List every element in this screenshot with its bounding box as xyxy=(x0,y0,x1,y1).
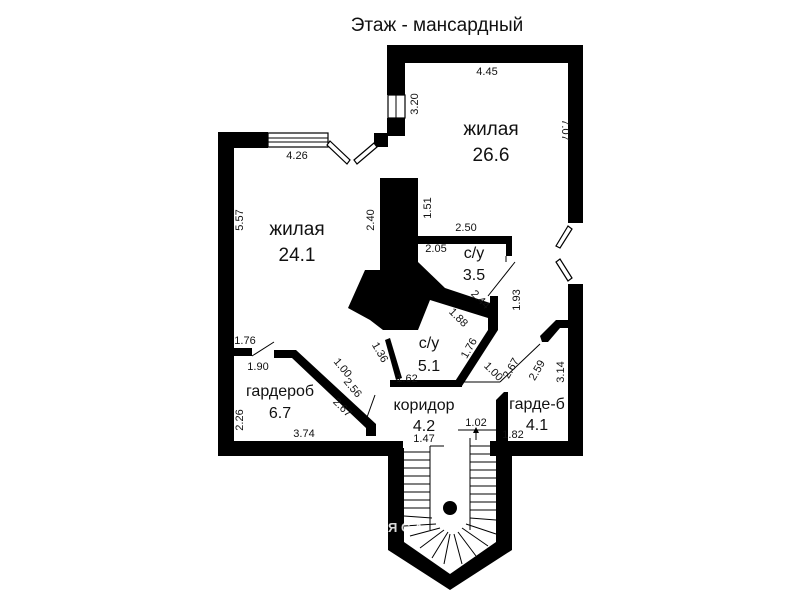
dim-label: 1.51 xyxy=(422,197,434,218)
dim-label: 3.20 xyxy=(409,93,421,114)
dim-label: 2.40 xyxy=(365,209,377,230)
room-area-bath-2: 5.1 xyxy=(418,358,440,375)
door-leaf-left-a xyxy=(326,140,351,165)
dim-label: 1.90 xyxy=(247,361,268,373)
room-name-wardrobe: гардероб xyxy=(246,383,314,400)
door-leaf-right-a xyxy=(555,225,573,249)
partition-lines xyxy=(251,256,541,421)
dim-label: 2.67 xyxy=(330,396,354,420)
chimney-core xyxy=(348,178,512,330)
room-area-wardrobe-2: 4.1 xyxy=(526,417,548,434)
wall-stair-enclosure xyxy=(388,448,512,590)
room-area-bath-1: 3.5 xyxy=(463,267,485,284)
wall-bath2-left xyxy=(385,338,402,380)
dim-label: 1.62 xyxy=(396,373,417,385)
wall-right-room-left-upper xyxy=(387,45,405,95)
staircase xyxy=(403,427,497,565)
room-area-wardrobe: 6.7 xyxy=(269,405,291,422)
room-name-living-1: жилая xyxy=(463,119,518,140)
wall-bottom-right xyxy=(490,441,583,456)
dim-label: 4.26 xyxy=(286,150,307,162)
watermark: Я С А xyxy=(388,520,424,535)
wall-bath2-right xyxy=(452,318,498,386)
door-leaf-left-b xyxy=(353,142,378,165)
wall-wardrobe-diagonal xyxy=(274,350,376,436)
dim-label: 2.26 xyxy=(234,409,246,430)
walls xyxy=(218,45,583,590)
room-area-corridor: 4.2 xyxy=(413,418,435,435)
room-area-living-2: 24.1 xyxy=(279,245,316,266)
plan-title: Этаж - мансардный xyxy=(351,15,523,36)
room-labels: жилая 26.6 жилая 24.1 с/у 3.5 с/у 5.1 га… xyxy=(246,119,565,435)
wall-top-right-room xyxy=(387,45,583,63)
dim-label: 3.14 xyxy=(555,361,567,382)
dim-label: 5.57 xyxy=(234,209,246,230)
stair-newel xyxy=(443,501,457,515)
dim-label: 2.67 xyxy=(501,356,522,381)
room-name-wardrobe-2: гарде-б xyxy=(509,396,565,413)
wall-right-lower xyxy=(568,284,583,456)
room-name-bath-1: с/у xyxy=(464,245,484,262)
stair-arrow-icon xyxy=(473,427,479,433)
dim-label: 1.93 xyxy=(511,289,523,310)
dim-label: 1.82 xyxy=(502,429,523,441)
wall-garde-top xyxy=(540,320,583,342)
wall-left xyxy=(218,132,234,456)
wall-left-top-b xyxy=(374,133,388,147)
wall-garde-left xyxy=(496,392,508,441)
window-left-room xyxy=(267,132,329,148)
dim-label: 2.50 xyxy=(455,222,476,234)
room-area-living-1: 26.6 xyxy=(473,145,510,166)
dim-label: 4.45 xyxy=(476,66,497,78)
openings xyxy=(267,94,573,282)
room-name-living-2: жилая xyxy=(269,219,324,240)
wall-bottom-left xyxy=(218,441,403,456)
dim-label: 1.02 xyxy=(465,417,486,429)
room-name-bath-2: с/у xyxy=(419,335,439,352)
stair-treads-right xyxy=(453,445,497,565)
wall-right-upper xyxy=(568,45,583,223)
dim-label: 3.74 xyxy=(293,428,314,440)
dim-label: 1.76 xyxy=(234,335,255,347)
wall-wardrobe-top-a xyxy=(218,348,252,356)
stair-treads-left xyxy=(403,451,451,565)
room-name-corridor: коридор xyxy=(393,397,454,414)
dim-label: 2.59 xyxy=(527,358,548,383)
door-leaf-right-b xyxy=(555,258,573,282)
dim-label: 7.07 xyxy=(559,119,571,140)
dim-label: 1.47 xyxy=(413,433,434,445)
wall-bath2-bottom xyxy=(390,380,462,387)
wall-right-room-left-mid xyxy=(387,118,405,136)
dim-label: 2.05 xyxy=(425,243,446,255)
